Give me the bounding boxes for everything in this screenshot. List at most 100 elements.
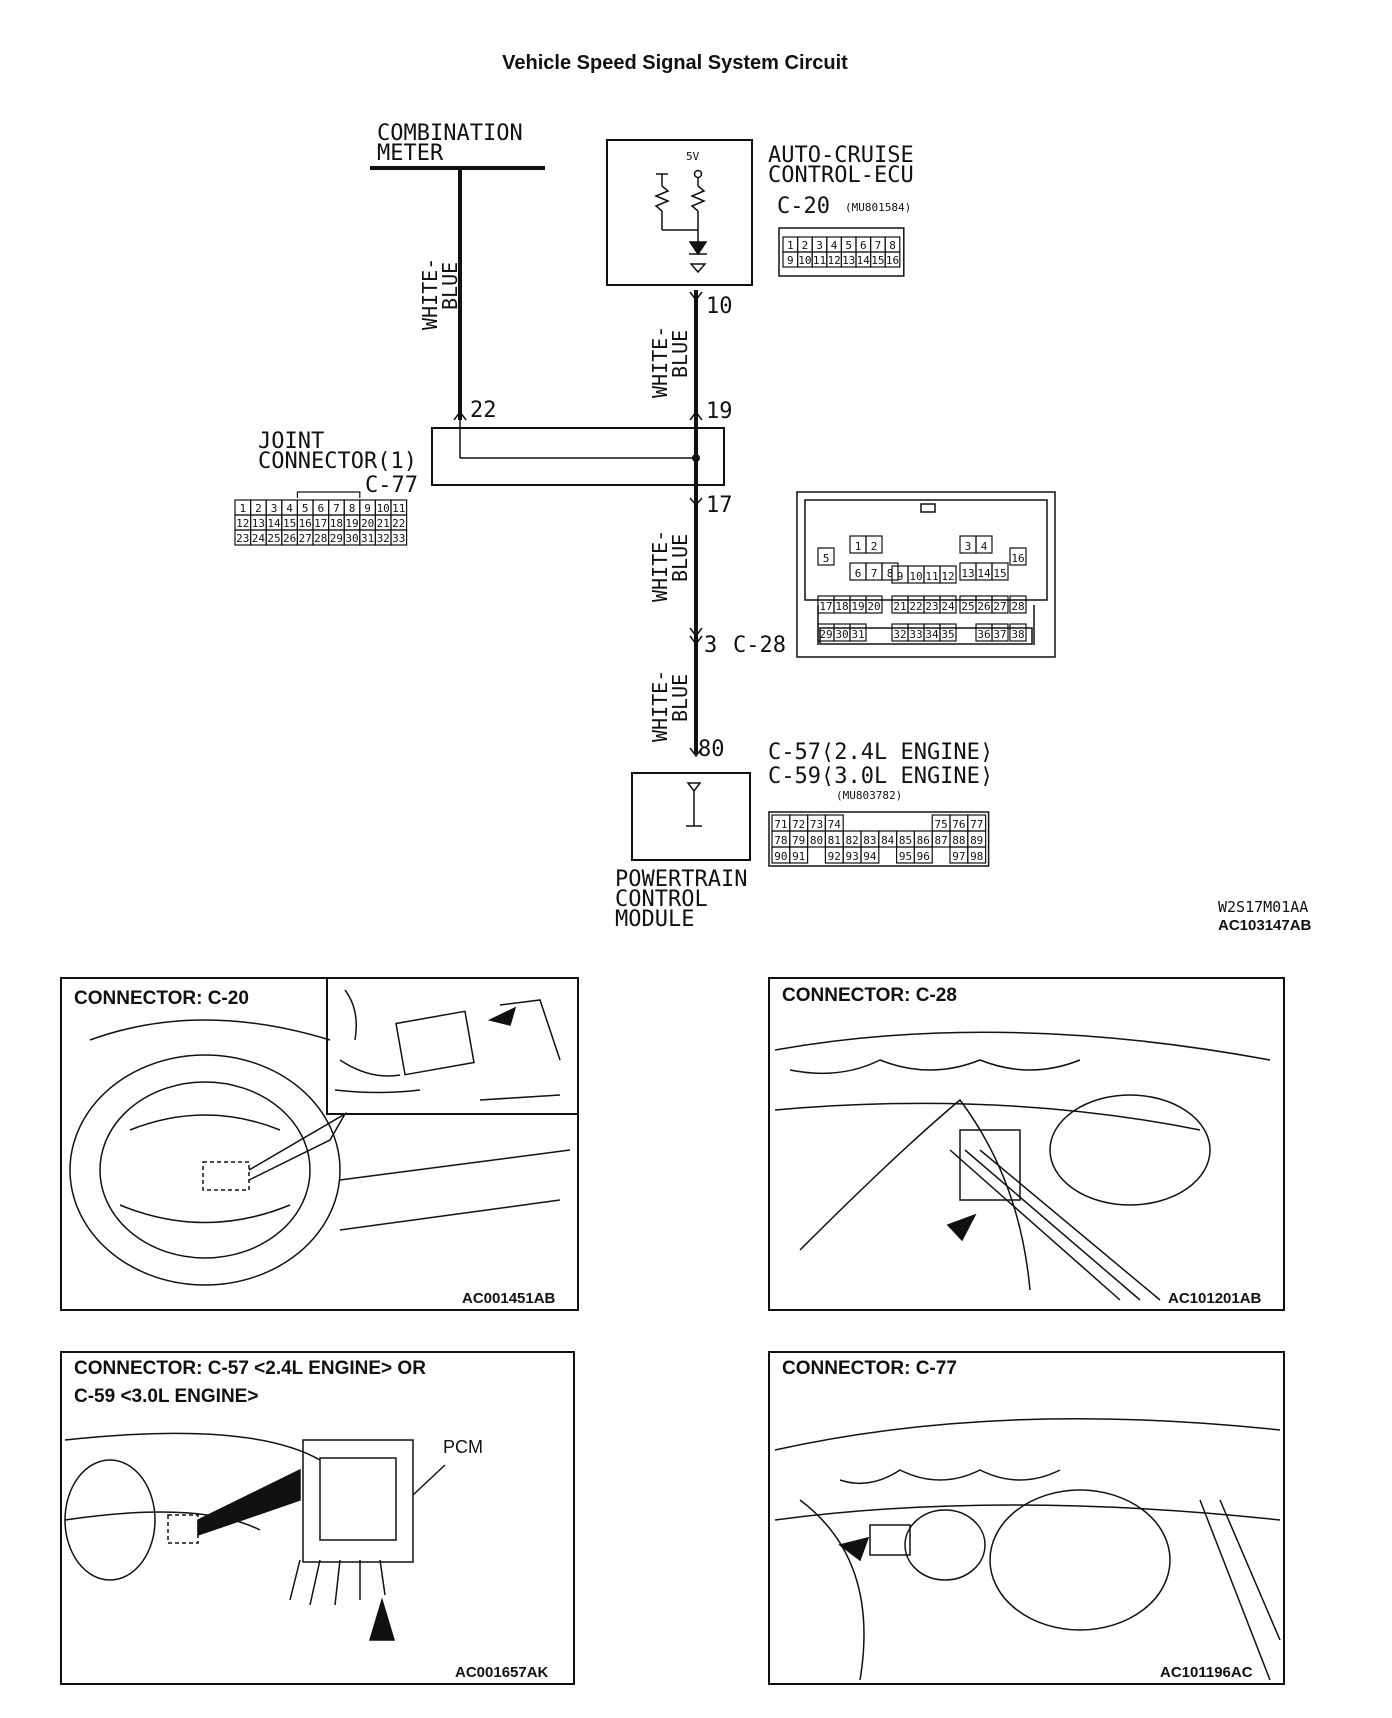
c28-pin-12-label: 12 [941,570,954,583]
joint-connector-box [431,427,725,486]
pcm-pin-87-label: 87 [934,834,947,847]
c77-pin-33-cell [390,529,408,546]
c20-pin-8-label: 8 [889,239,896,252]
c28-pin-15-cell [991,562,1009,581]
pcm-pin-96-label: 96 [917,850,930,863]
ecu-voltage-label: 5V [686,150,700,163]
c28-connector-label: C-28 [733,633,786,658]
svg-text:BLUE: BLUE [668,330,692,378]
c28-pin-30-label: 30 [835,628,848,641]
pcm-pin-88-label: 88 [952,834,965,847]
joint-connector-label-2: CONNECTOR(1) [258,449,417,474]
c77-pin-6-label: 6 [317,502,324,515]
panel-pcm-label: PCM [443,1437,483,1457]
pcm-part-number: (MU803782) [836,789,902,802]
c28-pin-27-label: 27 [993,600,1006,613]
pin-80-label: 80 [698,737,725,762]
pcm-pin-96-cell [913,846,933,864]
joint-connector-label-1: JOINT [258,429,324,454]
pcm-pin-91-label: 91 [792,850,805,863]
pcm-pin-89-label: 89 [970,834,983,847]
pcm-pin-90-label: 90 [774,850,787,863]
c77-pin-27-label: 27 [299,532,312,545]
c20-pin-1-label: 1 [787,239,794,252]
c28-pin-37-label: 37 [993,628,1006,641]
wire-color-label-3: WHITE- BLUE [648,530,692,602]
c77-pin-15-label: 15 [283,517,296,530]
panel-pcm-code: AC001657AK [455,1664,549,1681]
c28-pin-18-label: 18 [835,600,848,613]
pcm-pin-91-cell [789,846,809,864]
pcm-pin-77-label: 77 [970,818,983,831]
pcm-pin-86-label: 86 [917,834,930,847]
c28-pin-26-label: 26 [977,600,990,613]
c77-pin-8-label: 8 [349,502,356,515]
c20-pin-13-label: 13 [842,254,855,267]
pcm-pin-93-label: 93 [845,850,858,863]
pin-19-label: 19 [706,399,733,424]
c77-pin-18-label: 18 [330,517,343,530]
c20-pin-12-label: 12 [827,254,840,267]
panel-c20-code: AC001451AB [462,1290,556,1307]
auto-cruise-ecu-box [606,139,753,286]
pcm-pin-73-label: 73 [810,818,823,831]
c77-pin-13-label: 13 [252,517,265,530]
pcm-pin-92-label: 92 [828,850,841,863]
ref-code-1: W2S17M01AA [1218,898,1308,916]
svg-text:WHITE-: WHITE- [648,326,672,398]
c28-dashboard-illustration [774,1031,1271,1301]
c77-pin-33-label: 33 [392,532,405,545]
c77-bracket [296,491,361,498]
pcm-illustration [64,1432,446,1641]
c77-pin-3-label: 3 [271,502,278,515]
pcm-pin-74-label: 74 [828,818,842,831]
c77-pin-10-label: 10 [377,502,390,515]
c28-pin-10-label: 10 [909,570,922,583]
svg-text:WHITE-: WHITE- [418,258,442,330]
c77-pin-26-label: 26 [283,532,296,545]
ref-code-2: AC103147AB [1218,917,1312,934]
pcm-connector-label-2: C-59⟨3.0L ENGINE⟩ [768,764,993,789]
c28-pin-5-label: 5 [823,552,830,565]
pcm-pin-80-label: 80 [810,834,823,847]
c28-pin-35-label: 35 [941,628,954,641]
pcm-pin-78-label: 78 [774,834,787,847]
pin-22-label: 22 [470,398,497,423]
c77-pin-30-label: 30 [345,532,358,545]
c77-pin-20-label: 20 [361,517,374,530]
c20-pin-16-cell [884,251,901,268]
panel-c28-code: AC101201AB [1168,1290,1262,1307]
svg-text:BLUE: BLUE [668,674,692,722]
c20-closeup-illustration [334,989,561,1101]
c28-pin-6-label: 6 [855,567,862,580]
wire-color-label-4: WHITE- BLUE [648,670,692,742]
svg-text:WHITE-: WHITE- [648,670,672,742]
pcm-label-2: CONTROL [615,887,708,912]
pcm-box [631,772,751,861]
c20-pin-11-label: 11 [813,254,826,267]
c77-pin-23-label: 23 [236,532,249,545]
c77-pin-28-label: 28 [314,532,327,545]
c28-pin-21-label: 21 [893,600,906,613]
pcm-pin-98-cell [967,846,987,864]
c28-pin-1-label: 1 [855,540,862,553]
c28-pin-34-label: 34 [925,628,939,641]
c77-pin-25-label: 25 [267,532,280,545]
c20-pin-14-label: 14 [857,254,871,267]
combination-meter-label-1: COMBINATION [377,121,523,146]
c77-pin-7-label: 7 [333,502,340,515]
pcm-pin-76-label: 76 [952,818,965,831]
c28-pin-23-label: 23 [925,600,938,613]
c28-pin-11-label: 11 [925,570,938,583]
c28-pin-4-label: 4 [981,540,988,553]
panel-c20 [60,977,579,1311]
ecu-connector-label: C-20 [777,194,830,219]
c28-pin-20-label: 20 [867,600,880,613]
c28-pin-19-label: 19 [851,600,864,613]
svg-text:BLUE: BLUE [438,262,462,310]
pcm-pin-94-cell [860,846,880,864]
c20-pin-6-label: 6 [860,239,867,252]
svg-text:BLUE: BLUE [668,534,692,582]
